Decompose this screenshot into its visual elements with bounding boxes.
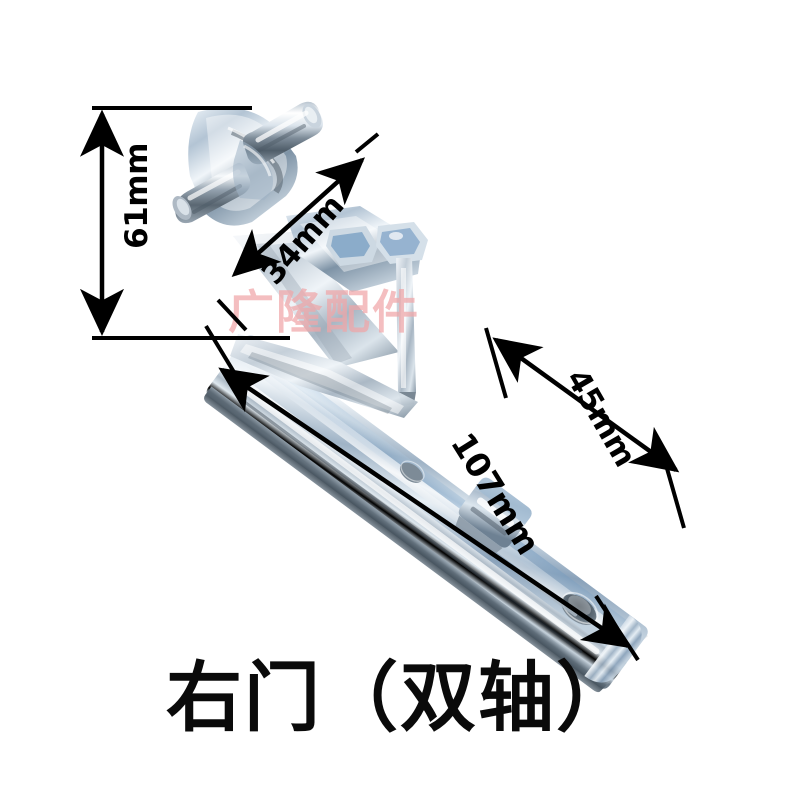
dimension-34mm bbox=[216, 132, 380, 332]
dimension-107mm bbox=[204, 324, 640, 662]
pivot-pin-upper bbox=[243, 101, 323, 165]
dimension-label-61mm: 61mm bbox=[118, 143, 155, 249]
pivot-pin-lower bbox=[172, 162, 251, 224]
dimension-61mm bbox=[79, 106, 290, 340]
product-caption: 右门（双轴） bbox=[166, 653, 634, 742]
